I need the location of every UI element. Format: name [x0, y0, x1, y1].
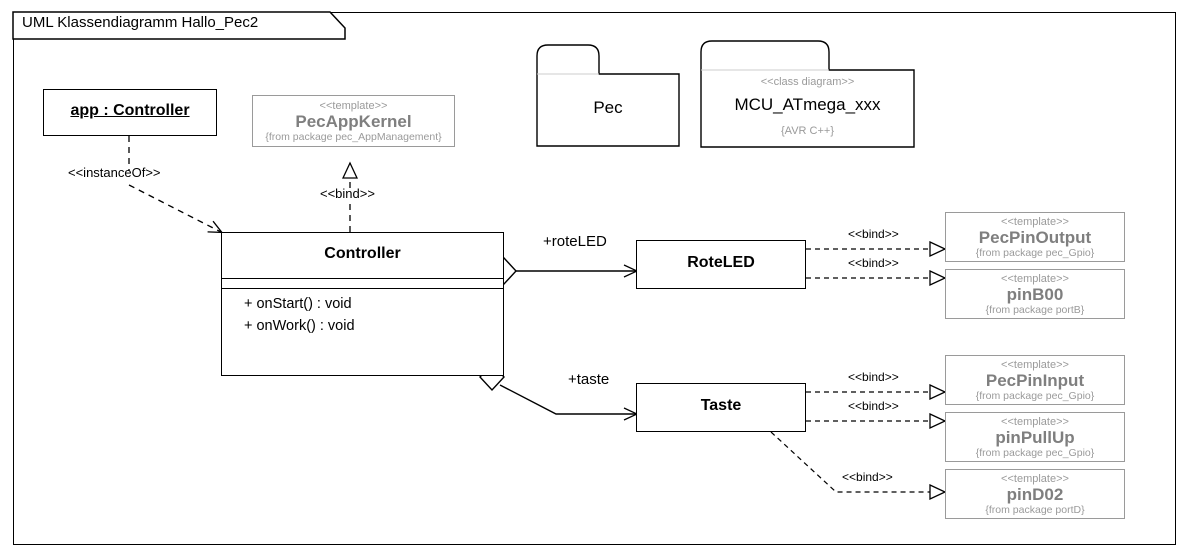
controller-class-title: Controller [324, 245, 401, 262]
taste-class[interactable]: Taste [636, 383, 806, 432]
controller-class[interactable]: Controller + onStart() : void + onWork()… [221, 232, 504, 376]
roteled-class-title: RoteLED [687, 254, 755, 271]
bind-kernel-label: <<bind>> [320, 186, 375, 201]
pec-package-title: Pec [593, 98, 623, 117]
pind02-title: pinD02 [1006, 485, 1064, 505]
app-controller-object-label: app : Controller [70, 102, 190, 119]
pecpinoutput-stereotype: <<template>> [1001, 216, 1069, 228]
pecpinoutput-title: PecPinOutput [978, 228, 1092, 248]
pecappkernel-title: PecAppKernel [295, 112, 412, 132]
pecpininput-from: {from package pec_Gpio} [975, 389, 1095, 402]
pecpinoutput-from: {from package pec_Gpio} [975, 246, 1095, 259]
bind-pind02-connector [770, 431, 945, 492]
taste-class-title: Taste [700, 397, 742, 414]
association-taste [499, 384, 639, 421]
frame-title-label: UML Klassendiagramm Hallo_Pec2 [22, 14, 259, 31]
bind-pinpullup-label: <<bind>> [848, 399, 899, 413]
pecpininput-stereotype: <<template>> [1001, 359, 1069, 371]
roteled-class[interactable]: RoteLED [636, 240, 806, 289]
mcu-atmega-package-note: {AVR C++} [781, 125, 834, 137]
instanceof-label: <<instanceOf>> [68, 165, 161, 180]
mcu-atmega-package-stereotype: <<class diagram>> [760, 76, 855, 88]
controller-operation-item: + onWork() : void [244, 318, 355, 335]
pecpininput-template[interactable]: <<template>> PecPinInput {from package p… [945, 355, 1125, 405]
pecappkernel-template[interactable]: <<template>> PecAppKernel {from package … [252, 95, 455, 147]
pinpullup-stereotype: <<template>> [1001, 416, 1069, 428]
pind02-template[interactable]: <<template>> pinD02 {from package portD} [945, 469, 1125, 519]
pinpullup-title: pinPullUp [995, 428, 1075, 448]
mcu-atmega-package-title: MCU_ATmega_xxx [734, 95, 881, 114]
controller-operations-divider [222, 288, 503, 289]
bind-pind02-label: <<bind>> [842, 470, 893, 484]
frame-title-tab [12, 11, 346, 40]
pec-package[interactable]: Pec [536, 42, 680, 147]
pind02-from: {from package portD} [985, 503, 1085, 516]
pec-package-shape [536, 44, 680, 147]
pind02-stereotype: <<template>> [1001, 473, 1069, 485]
pinpullup-from: {from package pec_Gpio} [975, 446, 1095, 459]
mcu-atmega-package[interactable]: <<class diagram>> MCU_ATmega_xxx {AVR C+… [700, 38, 915, 148]
pinb00-stereotype: <<template>> [1001, 273, 1069, 285]
pecappkernel-from: {from package pec_AppManagement} [265, 130, 442, 143]
controller-operation-item: + onStart() : void [244, 296, 352, 312]
pecpininput-title: PecPinInput [985, 371, 1085, 391]
pinpullup-template[interactable]: <<template>> pinPullUp {from package pec… [945, 412, 1125, 462]
bind-pinb00-label: <<bind>> [848, 256, 899, 270]
controller-attributes-divider [222, 278, 503, 279]
pecpinoutput-template[interactable]: <<template>> PecPinOutput {from package … [945, 212, 1125, 262]
pinb00-title: pinB00 [1006, 285, 1064, 305]
pecappkernel-stereotype: <<template>> [319, 100, 388, 112]
pinb00-from: {from package portB} [985, 303, 1085, 316]
app-controller-object[interactable]: app : Controller [43, 89, 217, 136]
mcu-atmega-package-shape [700, 40, 915, 148]
diagram-frame [13, 12, 1176, 545]
association-roteled-label: +roteLED [543, 233, 607, 250]
pinb00-template[interactable]: <<template>> pinB00 {from package portB} [945, 269, 1125, 319]
bind-pecpininput-label: <<bind>> [848, 370, 899, 384]
controller-operations: + onStart() : void + onWork() : void [222, 289, 503, 338]
instanceof-connector [128, 184, 224, 234]
association-taste-label: +taste [568, 371, 610, 388]
bind-pecpinoutput-label: <<bind>> [848, 227, 899, 241]
